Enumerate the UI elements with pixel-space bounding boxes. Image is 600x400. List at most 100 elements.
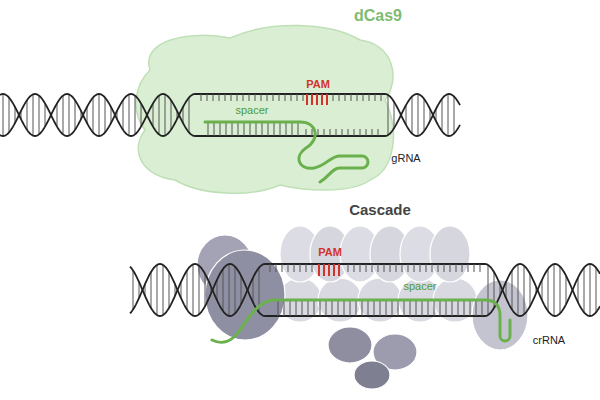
cascade-complex: Cascade [195, 198, 570, 396]
base-pair [470, 300, 471, 316]
protein-subunit [398, 278, 442, 322]
base-stub [360, 129, 361, 136]
base-stub [285, 94, 286, 101]
base-pair [129, 94, 130, 135]
base-stub [372, 129, 373, 136]
base-pair [141, 103, 142, 126]
base-pair [278, 300, 279, 316]
pam-label: PAM [306, 78, 330, 91]
protein-subunit [472, 280, 528, 350]
base-pair [326, 300, 327, 316]
base-stub [354, 129, 355, 136]
rna-label: crRNA [533, 334, 565, 347]
base-stub [282, 264, 283, 272]
base-stub [273, 94, 274, 101]
protein-subunit [328, 327, 372, 363]
base-pair [171, 100, 172, 130]
base-pair [428, 300, 429, 316]
base-pair [284, 300, 285, 316]
base-pair [458, 300, 459, 316]
base-pair [542, 280, 543, 300]
base-pair [205, 274, 206, 306]
base-pair [105, 98, 106, 133]
pam-mark [323, 264, 325, 276]
base-stub [432, 264, 433, 272]
pam-mark [333, 264, 335, 276]
base-pair [578, 278, 579, 303]
base-pair [27, 100, 28, 130]
base-stub [318, 129, 319, 136]
base-pair [214, 122, 215, 136]
base-pair [123, 100, 124, 130]
base-stub [345, 94, 346, 101]
pam-mark [316, 94, 318, 105]
rna-label: gRNA [391, 152, 420, 165]
base-pair [262, 122, 263, 136]
base-pair [454, 96, 455, 133]
base-pair [566, 276, 567, 305]
base-stub [420, 264, 421, 272]
base-pair [452, 300, 453, 316]
base-pair [446, 300, 447, 316]
base-pair [308, 300, 309, 316]
base-pair [235, 267, 236, 314]
base-pair [314, 300, 315, 316]
base-pair [488, 265, 489, 315]
base-pair [193, 264, 194, 315]
base-pair [232, 122, 233, 136]
node-outline [195, 198, 570, 396]
base-pair [298, 122, 299, 136]
base-stub [357, 94, 358, 101]
base-pair [290, 300, 291, 316]
pam-mark [321, 94, 323, 105]
base-stub [300, 264, 301, 272]
base-stub [414, 264, 415, 272]
base-stub [333, 94, 334, 101]
base-stub [324, 129, 325, 136]
base-pair [286, 122, 287, 136]
base-pair [165, 94, 166, 135]
base-pair [69, 94, 70, 135]
base-stub [249, 94, 250, 101]
base-stub [360, 264, 361, 272]
base-stub [255, 94, 256, 101]
base-pair [404, 300, 405, 316]
base-pair [220, 122, 221, 136]
base-pair [250, 122, 251, 136]
base-stub [381, 94, 382, 101]
base-pair [57, 103, 58, 126]
base-stub [297, 94, 298, 101]
base-stub [336, 129, 337, 136]
base-pair [187, 270, 188, 309]
base-pair [518, 264, 519, 315]
base-pair [554, 264, 555, 316]
base-stub [312, 264, 313, 272]
dna-strand [385, 94, 460, 136]
base-pair [241, 276, 242, 305]
base-stub [438, 264, 439, 272]
pam-mark [338, 264, 340, 276]
node-heading: dCas9 [354, 7, 402, 25]
base-stub [372, 264, 373, 272]
node-heading: Cascade [349, 201, 411, 218]
base-pair [256, 122, 257, 136]
base-pair [464, 300, 465, 316]
base-pair [223, 269, 224, 311]
base-pair [422, 300, 423, 316]
pam-mark [318, 264, 320, 276]
base-stub [288, 264, 289, 272]
base-stub [339, 94, 340, 101]
base-pair [512, 270, 513, 309]
base-pair [412, 96, 413, 133]
base-pair [274, 122, 275, 136]
base-stub [303, 94, 304, 101]
base-pair [584, 268, 585, 313]
base-stub [291, 94, 292, 101]
base-pair [3, 94, 4, 136]
protein-subunit [433, 278, 477, 322]
base-pair [344, 300, 345, 316]
base-stub [462, 264, 463, 272]
base-stub [213, 94, 214, 101]
base-pair [548, 269, 549, 311]
base-pair [208, 122, 209, 136]
